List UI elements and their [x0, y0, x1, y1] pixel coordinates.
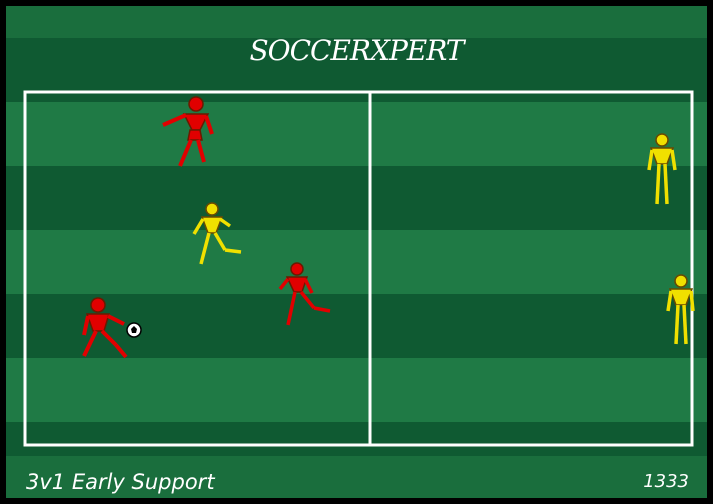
player-yellow-target — [668, 275, 693, 344]
player-yellow-running — [194, 203, 241, 264]
player-red-running — [280, 263, 330, 325]
soccer-ball-icon — [127, 323, 141, 337]
field-boundary — [25, 92, 692, 445]
player-yellow-target — [649, 134, 675, 204]
player-red-pointing — [163, 97, 212, 166]
player-red-kicking — [84, 298, 126, 357]
